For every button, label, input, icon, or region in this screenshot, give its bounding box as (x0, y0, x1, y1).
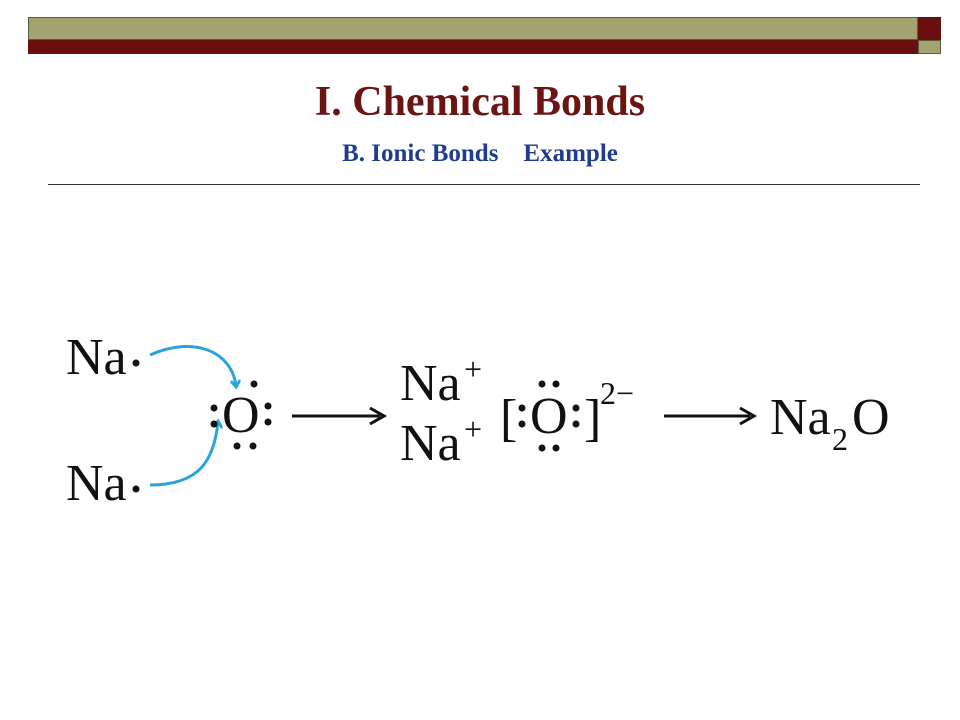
ionic-bond-diagram: Na Na O Na + Na + [ O (66, 329, 890, 512)
slide-subtitle: B. Ionic Bonds Example (342, 140, 618, 167)
sodium-cation-top: Na (400, 355, 461, 412)
header-bar-maroon (28, 40, 918, 54)
anion-open-bracket: [ (500, 390, 517, 447)
product-oxygen: O (852, 389, 890, 446)
reaction-arrow-1-head (369, 406, 388, 426)
electron-transfer-arrow-top (149, 345, 236, 386)
oxide-anion-oxygen: O (530, 388, 568, 445)
slide-title: I. Chemical Bonds (314, 79, 646, 125)
sodium-valence-electron-bottom (132, 485, 140, 493)
sodium-cation-top-charge: + (464, 351, 482, 387)
reaction-arrow-2-head (739, 406, 758, 426)
sodium-cation-bottom: Na (400, 415, 461, 472)
sodium-atom-top: Na (66, 329, 127, 386)
header-square-olive (918, 40, 941, 54)
oxide-anion-charge: 2− (600, 375, 634, 411)
sodium-atom-bottom: Na (66, 455, 127, 512)
oxygen-atom: O (222, 387, 260, 444)
product-subscript: 2 (832, 421, 848, 457)
oxide-anion-electron-dots (518, 380, 580, 452)
title-divider (48, 184, 920, 185)
product-sodium: Na (770, 389, 831, 446)
anion-close-bracket: ] (584, 390, 601, 447)
sodium-cation-bottom-charge: + (464, 411, 482, 447)
oxygen-electron-dots (210, 380, 272, 450)
header-bar-olive (28, 17, 918, 40)
electron-transfer-arrow-bottom (149, 422, 218, 487)
sodium-valence-electron-top (132, 359, 140, 367)
header-square-maroon (918, 17, 941, 40)
